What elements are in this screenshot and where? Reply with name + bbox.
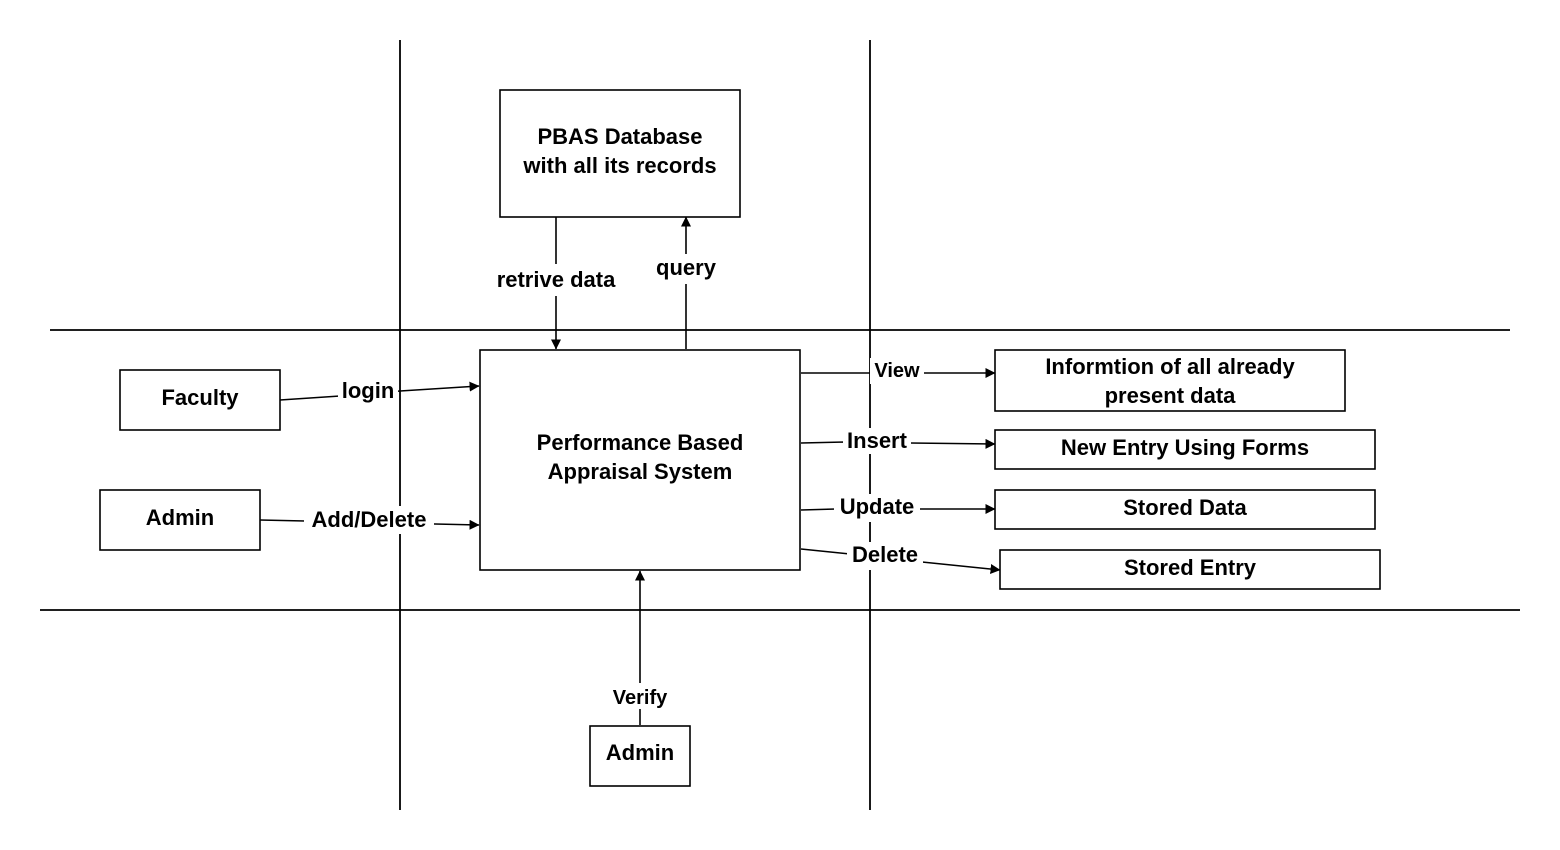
- node-information-all-data-line1: Informtion of all already: [1045, 354, 1295, 379]
- edge-label-verify: Verify: [613, 687, 668, 709]
- edge-retrive-data: retrive data: [488, 217, 624, 350]
- edge-insert: Insert: [800, 428, 996, 454]
- node-admin-left-label: Admin: [146, 505, 214, 530]
- node-faculty-label: Faculty: [161, 385, 239, 410]
- node-appraisal-system-line2: Appraisal System: [548, 459, 733, 484]
- node-information-all-data-line2: present data: [1105, 383, 1237, 408]
- node-information-all-data: Informtion of all already present data: [994, 349, 1346, 412]
- node-admin-bottom: Admin: [589, 725, 691, 787]
- node-appraisal-system: Performance Based Appraisal System: [479, 349, 801, 571]
- edge-label-retrive-data: retrive data: [497, 267, 616, 292]
- node-stored-entry-label: Stored Entry: [1124, 555, 1257, 580]
- edge-view: View: [801, 358, 996, 384]
- edge-label-delete: Delete: [852, 542, 918, 567]
- edge-label-login: login: [342, 378, 395, 403]
- node-appraisal-system-line1: Performance Based: [537, 430, 744, 455]
- node-pbas-database: PBAS Database with all its records: [499, 89, 741, 218]
- edge-update: Update: [800, 494, 996, 522]
- edge-add-delete: Add/Delete: [259, 506, 480, 534]
- node-new-entry-forms: New Entry Using Forms: [994, 429, 1376, 470]
- edge-label-update: Update: [840, 494, 915, 519]
- node-pbas-database-line1: PBAS Database: [537, 124, 702, 149]
- node-stored-data-label: Stored Data: [1123, 495, 1247, 520]
- edge-login: login: [279, 377, 480, 405]
- node-stored-data: Stored Data: [994, 489, 1376, 530]
- node-admin-bottom-label: Admin: [606, 740, 674, 765]
- node-pbas-database-line2: with all its records: [522, 153, 716, 178]
- edge-label-view: View: [874, 360, 920, 382]
- node-new-entry-forms-label: New Entry Using Forms: [1061, 435, 1309, 460]
- node-faculty: Faculty: [119, 369, 281, 431]
- edge-label-insert: Insert: [847, 428, 908, 453]
- edge-label-add-delete: Add/Delete: [312, 507, 427, 532]
- node-stored-entry: Stored Entry: [999, 549, 1381, 590]
- edge-query: query: [650, 216, 722, 349]
- edge-verify: Verify: [607, 570, 673, 725]
- node-admin-left: Admin: [99, 489, 261, 551]
- edge-delete: Delete: [800, 542, 1001, 575]
- edge-label-query: query: [656, 255, 717, 280]
